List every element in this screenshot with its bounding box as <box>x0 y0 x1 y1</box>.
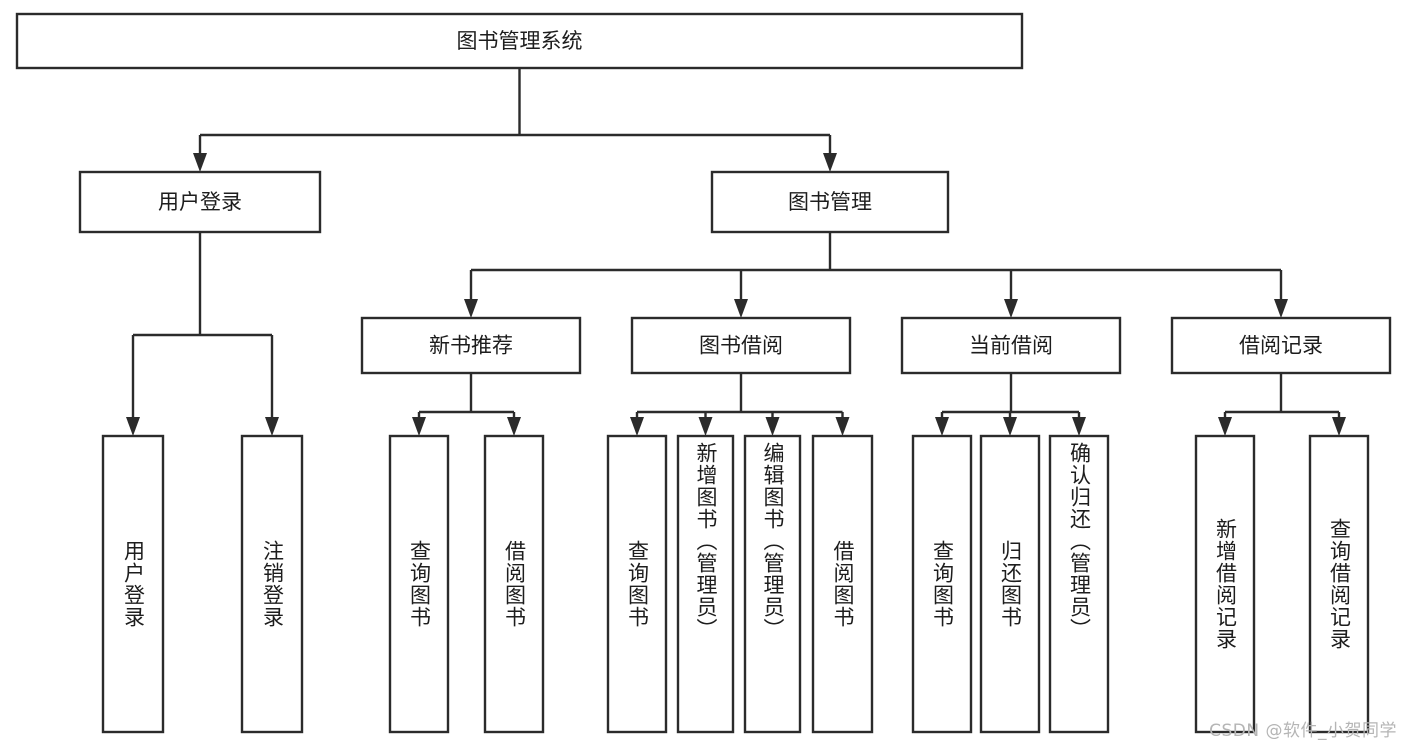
arrow-head-icon-leaf-8 <box>935 417 949 436</box>
node-box-level3-2[interactable] <box>900 316 1122 375</box>
node-box-leaf-4[interactable] <box>606 434 668 734</box>
arrow-head-icon-leaf-3 <box>507 417 521 436</box>
arrow-head-icon-leaf-6 <box>765 417 780 436</box>
arrow-head-icon-leaf-1 <box>265 417 279 436</box>
node-label-图书管理系统: 图书管理系统 <box>457 29 583 53</box>
node-label-图书管理: 图书管理 <box>788 190 872 214</box>
node-label-新书推荐: 新书推荐 <box>429 334 513 358</box>
node-box-leaf-6[interactable] <box>743 434 802 734</box>
node-box-leaf-9[interactable] <box>979 434 1041 734</box>
arrow-head-icon-leaf-11 <box>1218 417 1232 436</box>
node-box-leaf-11[interactable] <box>1194 434 1256 734</box>
node-box-level3-1[interactable] <box>630 316 852 375</box>
node-box-level3-0[interactable] <box>360 316 582 375</box>
arrow-head-icon-leaf-7 <box>835 417 850 436</box>
arrow-head-icon-level3-3 <box>1274 299 1288 318</box>
arrow-head-icon-leaf-10 <box>1072 417 1086 436</box>
node-label-图书借阅: 图书借阅 <box>699 334 783 358</box>
arrow-head-icon-leaf-2 <box>412 417 426 436</box>
node-box-level2-1[interactable] <box>710 170 950 234</box>
arrow-head-icon-level3-2 <box>1004 299 1018 318</box>
arrow-head-icon-level3-1 <box>734 299 748 318</box>
node-box-leaf-7[interactable] <box>811 434 874 734</box>
arrow-head-icon-level2-1 <box>823 153 837 172</box>
arrow-head-icon-leaf-9 <box>1003 417 1017 436</box>
node-box-leaf-2[interactable] <box>388 434 450 734</box>
node-box-level3-3[interactable] <box>1170 316 1392 375</box>
node-label-借阅记录: 借阅记录 <box>1239 334 1323 358</box>
node-box-leaf-3[interactable] <box>483 434 545 734</box>
arrow-head-icon-level2-0 <box>193 153 207 172</box>
node-box-leaf-8[interactable] <box>911 434 973 734</box>
node-label-用户登录: 用户登录 <box>158 190 242 214</box>
node-box-leaf-5[interactable] <box>676 434 735 734</box>
arrow-head-icon-leaf-12 <box>1332 417 1346 436</box>
node-box-leaf-1[interactable] <box>240 434 304 734</box>
connectors-layer <box>126 68 1346 436</box>
node-box-leaf-10[interactable] <box>1048 434 1110 734</box>
arrow-head-icon-leaf-0 <box>126 417 140 436</box>
node-box-leaf-12[interactable] <box>1308 434 1370 734</box>
node-box-leaf-0[interactable] <box>101 434 165 734</box>
boxes-layer <box>15 12 1392 734</box>
node-box-root[interactable] <box>15 12 1024 70</box>
watermark-text: CSDN @软件_小贺同学 <box>1209 721 1397 741</box>
node-label-当前借阅: 当前借阅 <box>969 334 1053 358</box>
arrow-head-icon-level3-0 <box>464 299 478 318</box>
node-box-level2-0[interactable] <box>78 170 322 234</box>
arrow-head-icon-leaf-5 <box>698 417 713 436</box>
arrow-head-icon-leaf-4 <box>630 417 644 436</box>
